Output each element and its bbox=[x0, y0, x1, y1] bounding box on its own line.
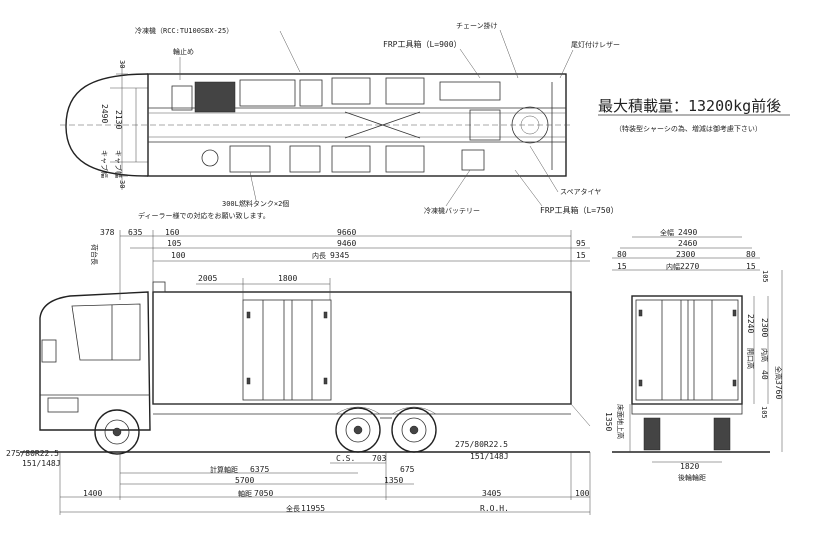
dim-5700: 5700 bbox=[235, 476, 254, 485]
dim-100-bottom: 100 bbox=[575, 489, 590, 498]
dim-rear-3760: 3760 bbox=[774, 380, 783, 399]
label-inner-width: 内幅 bbox=[666, 262, 680, 271]
fuel-tank-1 bbox=[229, 145, 271, 173]
label-roh: R.O.H. bbox=[480, 504, 509, 513]
label-door-height: 開口高 bbox=[746, 348, 755, 369]
label-cs: C.S. bbox=[336, 454, 355, 463]
label-rear-tread: 後輪輪距 bbox=[678, 473, 706, 482]
dim-11955: 11955 bbox=[301, 504, 325, 513]
dim-rear-1350: 1350 bbox=[604, 412, 613, 431]
dim-bottom-30: 30 bbox=[118, 180, 126, 188]
callout-rear-lamp: 尾灯付けレザー bbox=[571, 40, 620, 49]
dim-rear-15a: 15 bbox=[617, 262, 627, 271]
dim-675: 675 bbox=[400, 465, 415, 474]
spare-tire-icon bbox=[511, 106, 549, 144]
max-load-block: 最大積載量：13200kg前後 （特装型シャーシの為、増減は御考慮下さい） bbox=[598, 97, 790, 133]
label-inner-height: 内高 bbox=[760, 348, 769, 362]
callout-frp-box-900: FRP工具箱（L=900） bbox=[383, 39, 462, 49]
dim-378: 378 bbox=[100, 228, 115, 237]
callout-cooler: 冷凍機（RCC:TU100SBX-25） bbox=[135, 26, 233, 35]
label-wheelbase: 軸距 bbox=[238, 489, 252, 498]
cab-outline-top bbox=[65, 73, 149, 177]
side-view: 378 635 160 9660 105 9460 95 100 内長 9345… bbox=[6, 228, 591, 515]
label-overall-height: 全高 bbox=[774, 366, 783, 380]
label-inner-length: 内長 bbox=[312, 251, 326, 260]
dim-top-30: 30 bbox=[118, 60, 126, 68]
callout-wheel-chock: 輪止め bbox=[173, 47, 194, 56]
tire-rear-load: 151/148J bbox=[470, 452, 509, 461]
dim-100: 100 bbox=[171, 251, 186, 260]
rear-view: 全幅 2490 2460 80 2300 80 15 内幅 2270 15 18… bbox=[604, 228, 783, 482]
engine-block bbox=[194, 81, 236, 113]
dim-2005: 2005 bbox=[198, 274, 217, 283]
dim-3405: 3405 bbox=[482, 489, 501, 498]
label-overall-length: 全長 bbox=[286, 504, 300, 513]
dim-width-2490: 2490 bbox=[100, 104, 109, 123]
dim-1400: 1400 bbox=[83, 489, 102, 498]
rear-box-outline bbox=[631, 295, 743, 405]
dim-rear-2270: 2270 bbox=[680, 262, 699, 271]
dim-rear-2300h: 2300 bbox=[760, 318, 769, 337]
dim-703: 703 bbox=[372, 454, 387, 463]
label-frame-width: キャブ幅 bbox=[114, 150, 123, 178]
callout-dealer-note: ディーラー様での対応をお願い致します。 bbox=[138, 211, 270, 220]
dim-15: 15 bbox=[576, 251, 586, 260]
dim-rear-2460: 2460 bbox=[678, 239, 697, 248]
frp-toolbox-900 bbox=[439, 81, 501, 101]
dim-rear-105top: 105 bbox=[761, 270, 769, 283]
label-bed-length: 荷台長 bbox=[90, 244, 99, 265]
label-cab-width: キャブ幅 bbox=[100, 150, 109, 178]
dim-160: 160 bbox=[165, 228, 180, 237]
dim-9660: 9660 bbox=[337, 228, 356, 237]
dim-rear-2300w: 2300 bbox=[676, 250, 695, 259]
label-calc-wheelbase: 計算軸距 bbox=[210, 465, 238, 474]
side-door bbox=[242, 299, 332, 401]
front-wheel bbox=[94, 409, 140, 455]
dim-rear-15b: 15 bbox=[746, 262, 756, 271]
dim-95: 95 bbox=[576, 239, 586, 248]
dim-1350-bottom: 1350 bbox=[384, 476, 403, 485]
dim-rear-2240: 2240 bbox=[746, 314, 755, 333]
dim-9345: 9345 bbox=[330, 251, 349, 260]
tire-front-load: 151/148J bbox=[22, 459, 61, 468]
cargo-box-side bbox=[152, 291, 572, 405]
top-view: 30 2490 2130 キャブ幅 キャブ幅 30 冷凍機（RCC:TU100S… bbox=[60, 21, 620, 220]
dim-105: 105 bbox=[167, 239, 182, 248]
callout-cooler-battery: 冷凍機バッテリー bbox=[424, 206, 480, 215]
fuel-tank-2 bbox=[289, 145, 321, 173]
dim-7050: 7050 bbox=[254, 489, 273, 498]
callout-fuel-tank: 300L燃料タンク×2個 bbox=[222, 199, 289, 208]
callout-chain-hook: チェーン掛け bbox=[456, 21, 498, 30]
cab-outline-side bbox=[39, 291, 151, 431]
rear-door bbox=[635, 299, 739, 401]
rear-tire-right bbox=[713, 417, 731, 451]
dim-rear-105bot: 105 bbox=[760, 406, 768, 419]
tire-front-size: 275/80R22.5 bbox=[6, 449, 59, 458]
label-floor-height: 床面地上高 bbox=[616, 404, 625, 439]
dim-9460: 9460 bbox=[337, 239, 356, 248]
max-load-note: （特装型シャーシの為、増減は御考慮下さい） bbox=[615, 124, 762, 133]
tire-rear-size: 275/80R22.5 bbox=[455, 440, 508, 449]
rear-tire-left bbox=[643, 417, 661, 451]
dim-inner-2130: 2130 bbox=[114, 110, 123, 129]
max-load-title: 最大積載量：13200kg前後 bbox=[598, 97, 781, 115]
dim-rear-40: 40 bbox=[760, 370, 769, 380]
dim-1800: 1800 bbox=[278, 274, 297, 283]
dim-635: 635 bbox=[128, 228, 143, 237]
dim-rear-80b: 80 bbox=[746, 250, 756, 259]
dim-rear-80a: 80 bbox=[617, 250, 627, 259]
dim-6375: 6375 bbox=[250, 465, 269, 474]
dim-rear-2490: 2490 bbox=[678, 228, 697, 237]
label-overall-width: 全幅 bbox=[660, 228, 674, 237]
dim-rear-1820: 1820 bbox=[680, 462, 699, 471]
callout-spare-tire: スペアタイヤ bbox=[560, 187, 601, 196]
callout-frp-box-750: FRP工具箱（L=750） bbox=[540, 205, 619, 215]
